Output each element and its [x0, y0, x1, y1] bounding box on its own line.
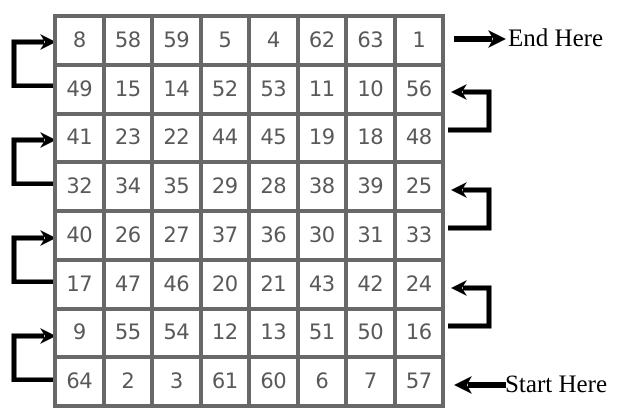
right-bracket-row5-to-row4	[445, 178, 505, 236]
grid-cell: 29	[202, 164, 247, 209]
grid-cell: 55	[105, 310, 150, 356]
left-bracket-row8-to-row7	[8, 326, 58, 382]
grid-cell: 7	[348, 359, 393, 404]
grid-cell: 35	[154, 164, 199, 209]
grid-cell: 58	[105, 18, 150, 63]
grid-cell: 18	[348, 115, 393, 161]
grid-cell: 54	[154, 310, 199, 356]
left-bracket-row4-to-row3	[8, 130, 58, 186]
grid-cell: 50	[348, 310, 393, 356]
right-bracket-row7-to-row6	[445, 276, 505, 334]
left-bracket-row2-to-row1	[8, 32, 58, 88]
grid-cell: 47	[105, 261, 150, 307]
number-grid: 8 58 59 5 4 62 63 1 49 15 14 52 53 11 10…	[53, 14, 445, 408]
grid-cell: 22	[154, 115, 199, 161]
grid-cell: 38	[299, 164, 344, 209]
grid-cell: 27	[154, 213, 199, 258]
grid-cell: 51	[299, 310, 344, 356]
grid-cell: 62	[299, 18, 344, 63]
grid-cell: 19	[299, 115, 344, 161]
grid-cell: 59	[154, 18, 199, 63]
grid-cell: 48	[396, 115, 441, 161]
start-here-arrow-icon	[452, 375, 508, 395]
right-bracket-row3-to-row2	[445, 80, 505, 138]
grid-cell: 10	[348, 66, 393, 112]
grid-cell: 8	[57, 18, 102, 63]
grid-cell: 24	[396, 261, 441, 307]
grid-cell: 57	[396, 359, 441, 404]
grid-cell: 49	[57, 66, 102, 112]
grid-cell: 41	[57, 115, 102, 161]
left-bracket-row6-to-row5	[8, 228, 58, 284]
grid-cell: 32	[57, 164, 102, 209]
grid-cell: 44	[202, 115, 247, 161]
grid-cell: 43	[299, 261, 344, 307]
grid-cell: 33	[396, 213, 441, 258]
grid-cell: 13	[251, 310, 296, 356]
grid-cell: 36	[251, 213, 296, 258]
grid-cell: 46	[154, 261, 199, 307]
grid-cell: 53	[251, 66, 296, 112]
grid-cell: 45	[251, 115, 296, 161]
grid-cell: 23	[105, 115, 150, 161]
end-here-arrow-icon	[452, 29, 508, 49]
grid-cell: 16	[396, 310, 441, 356]
grid-cell: 15	[105, 66, 150, 112]
grid-cell: 28	[251, 164, 296, 209]
grid-cell: 39	[348, 164, 393, 209]
grid-cell: 60	[251, 359, 296, 404]
grid-cell: 56	[396, 66, 441, 112]
grid-cell: 37	[202, 213, 247, 258]
grid-cell: 30	[299, 213, 344, 258]
grid-cell: 31	[348, 213, 393, 258]
grid-cell: 21	[251, 261, 296, 307]
grid-cell: 2	[105, 359, 150, 404]
grid-cell: 17	[57, 261, 102, 307]
grid-cell: 42	[348, 261, 393, 307]
start-here-label: Start Here	[505, 371, 608, 398]
grid-cell: 9	[57, 310, 102, 356]
grid-cell: 63	[348, 18, 393, 63]
end-here-label: End Here	[508, 25, 604, 52]
grid-cell: 11	[299, 66, 344, 112]
grid-cell: 20	[202, 261, 247, 307]
grid-cell: 26	[105, 213, 150, 258]
grid-cell: 12	[202, 310, 247, 356]
grid-cell: 52	[202, 66, 247, 112]
grid-cell: 1	[396, 18, 441, 63]
grid-cell: 61	[202, 359, 247, 404]
grid-cell: 6	[299, 359, 344, 404]
grid-cell: 5	[202, 18, 247, 63]
grid-cell: 34	[105, 164, 150, 209]
grid-cell: 4	[251, 18, 296, 63]
grid-cell: 25	[396, 164, 441, 209]
grid-cell: 40	[57, 213, 102, 258]
grid-cell: 64	[57, 359, 102, 404]
grid-cell: 3	[154, 359, 199, 404]
grid-cell: 14	[154, 66, 199, 112]
